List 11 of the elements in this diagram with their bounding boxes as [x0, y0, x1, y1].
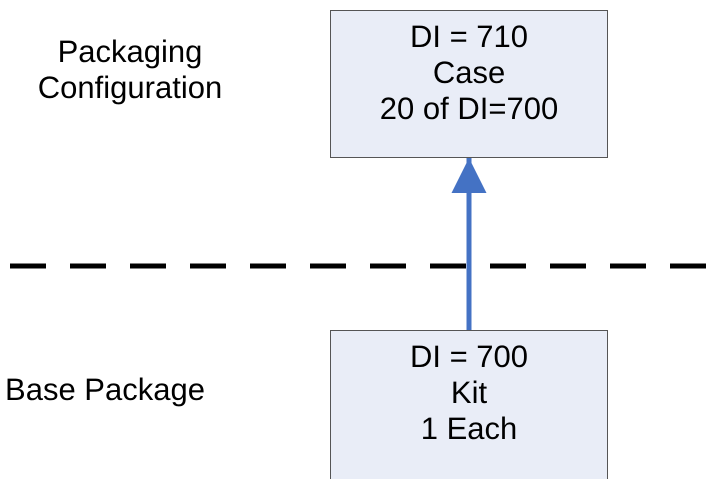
box-text: DI = 700 [410, 339, 528, 375]
process-box [330, 330, 608, 479]
box-text: 1 Each [420, 411, 518, 447]
level-label: Base Package [4, 372, 206, 408]
arrow [452, 158, 486, 330]
level-label: Packaging Configuration [36, 34, 224, 106]
box-text: 20 of DI=700 [380, 91, 558, 127]
box-text: Case [432, 55, 506, 91]
box-text: DI = 710 [410, 19, 528, 55]
process-box [330, 10, 608, 158]
box-text: Kit [450, 375, 488, 411]
